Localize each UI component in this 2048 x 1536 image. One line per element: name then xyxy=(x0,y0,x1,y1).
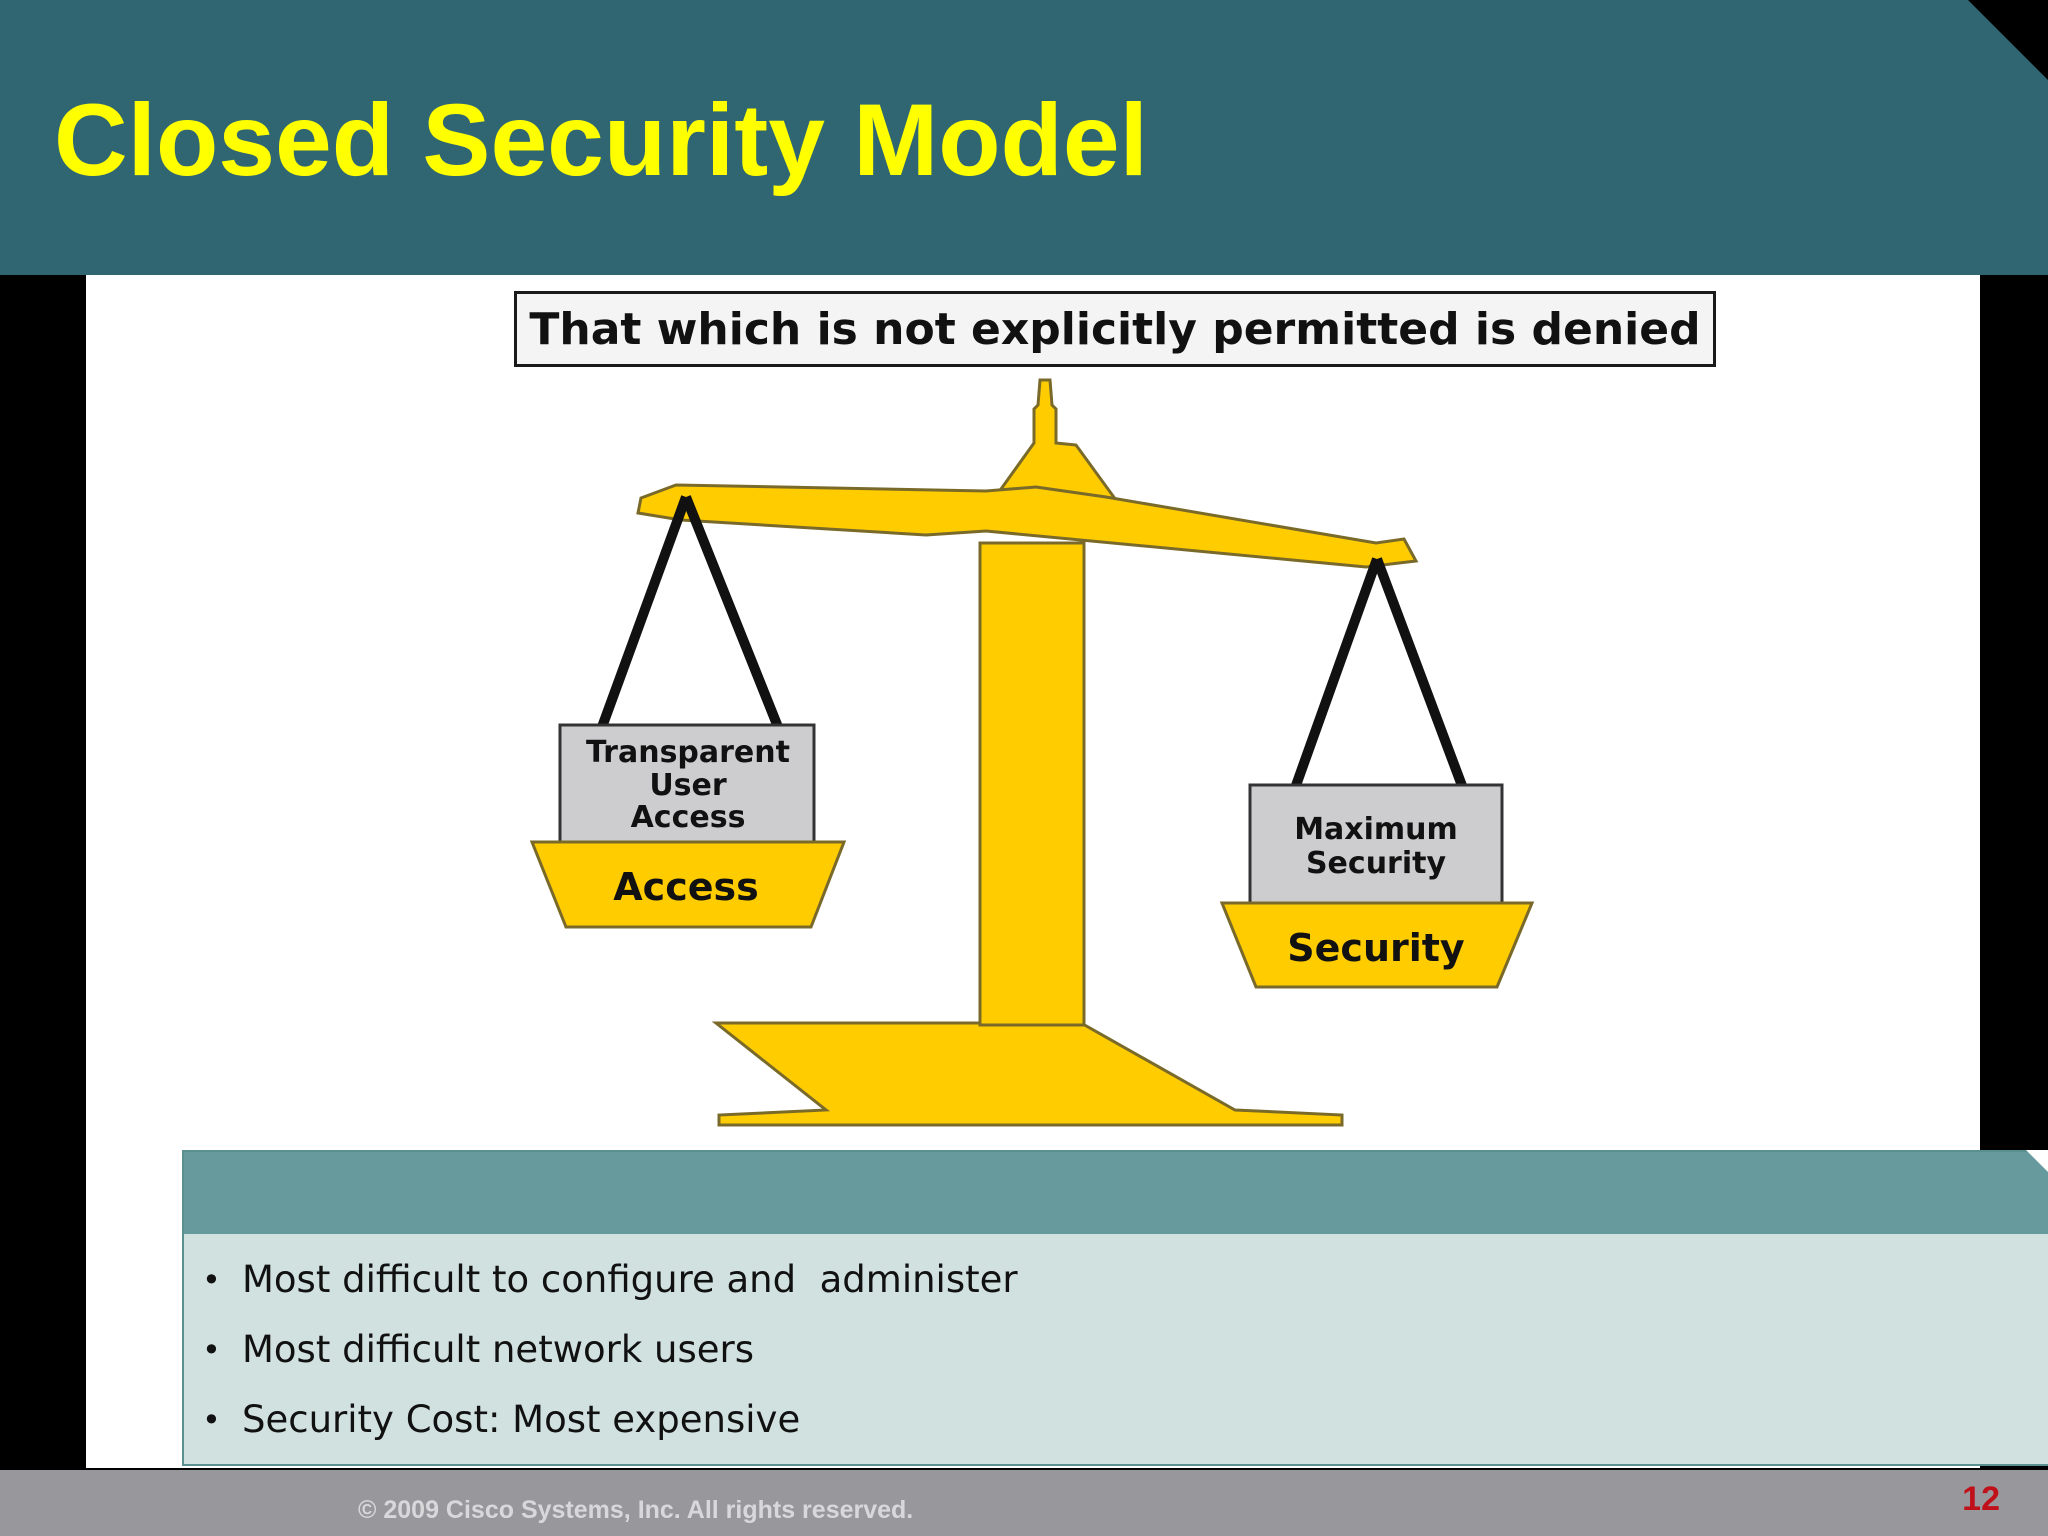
page-number: 12 xyxy=(1962,1480,2000,1518)
left-box-line-3: Access xyxy=(631,800,746,835)
slide-title: Closed Security Model xyxy=(54,83,1148,197)
bullet-list: Most difficult to configure and administ… xyxy=(184,1252,1018,1462)
balance-scale-diagram: Transparent User Access Maximum Security… xyxy=(529,378,1535,1127)
right-box-line-1: Maximum xyxy=(1294,812,1458,847)
slide-footer: © 2009 Cisco Systems, Inc. All rights re… xyxy=(0,1470,2048,1536)
bullet-item: Most difficult network users xyxy=(184,1322,1018,1392)
notes-panel-corner xyxy=(2026,1150,2048,1180)
copyright-notice: © 2009 Cisco Systems, Inc. All rights re… xyxy=(358,1496,914,1524)
left-pan xyxy=(529,840,847,929)
notes-panel-band xyxy=(184,1152,2048,1234)
left-weight-box xyxy=(558,723,816,847)
header-corner-notch xyxy=(1968,0,2048,80)
notes-panel: Most difficult to configure and administ… xyxy=(182,1150,2048,1466)
scale-base xyxy=(711,1021,1344,1127)
left-box-line-1: Transparent xyxy=(586,735,790,770)
right-pan-label: Security xyxy=(1287,926,1465,970)
bullet-item: Security Cost: Most expensive xyxy=(184,1392,1018,1462)
motto-box: That which is not explicitly permitted i… xyxy=(514,291,1716,367)
right-weight-box xyxy=(1248,783,1504,909)
slide-header: Closed Security Model xyxy=(0,0,2048,275)
scale-beam xyxy=(636,483,1419,569)
diagram-area: That which is not explicitly permitted i… xyxy=(86,275,2048,1468)
right-box-line-2: Security xyxy=(1306,846,1447,881)
bullet-item: Most difficult to configure and administ… xyxy=(184,1252,1018,1322)
left-pan-label: Access xyxy=(613,865,758,909)
right-pan xyxy=(1219,901,1535,989)
scale-pillar xyxy=(978,541,1086,1027)
left-box-line-2: User xyxy=(649,768,727,803)
